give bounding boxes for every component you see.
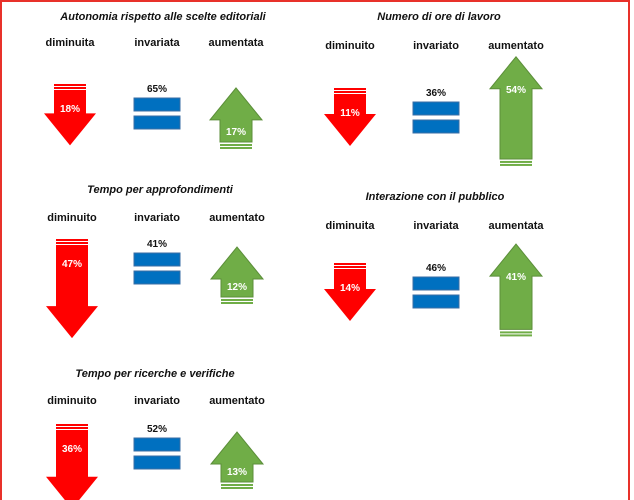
- category-label-1: invariata: [134, 37, 180, 49]
- panel-1: Autonomia rispetto alle scelte editorial…: [44, 11, 267, 149]
- category-label-1: invariato: [413, 40, 459, 52]
- up-arrow-shape: [488, 55, 544, 160]
- down-arrow-stripe: [334, 266, 366, 268]
- down-arrow-shape: [324, 94, 376, 146]
- down-arrow-stripe: [54, 87, 86, 89]
- up-arrow-shape: [209, 431, 265, 483]
- up-arrow-stripe: [500, 334, 532, 337]
- equal-sign-icon: [133, 97, 181, 130]
- down-arrow-stripe: [56, 427, 88, 429]
- up-arrow-shape: [488, 243, 544, 330]
- equal-bar-bottom: [412, 119, 460, 134]
- equal-bar-top: [133, 437, 181, 452]
- equal-bar-top: [133, 97, 181, 112]
- category-label-2: aumentato: [209, 395, 265, 407]
- value-label-equal: 36%: [426, 88, 446, 99]
- value-label-equal: 41%: [147, 239, 167, 250]
- panel-4: Interazione con il pubblico diminuita inva…: [324, 191, 544, 337]
- equal-sign-icon: [412, 101, 460, 134]
- category-label-0: diminuita: [46, 37, 96, 49]
- value-label-equal: 46%: [426, 263, 446, 274]
- up-arrow-icon: [488, 243, 544, 337]
- panel-5: Tempo per ricerche e verifiche diminuito i…: [46, 368, 265, 500]
- value-label-up: 12%: [227, 282, 247, 293]
- equal-sign-icon: [412, 276, 460, 309]
- category-label-0: diminuita: [326, 220, 376, 232]
- down-arrow-stripe: [334, 263, 366, 265]
- category-label-2: aumentata: [208, 37, 264, 49]
- up-arrow-stripe: [500, 331, 532, 334]
- down-arrow-icon: [324, 88, 376, 146]
- up-arrow-stripe: [500, 160, 532, 163]
- panel-title: Tempo per ricerche e verifiche: [75, 368, 234, 380]
- down-arrow-stripe: [334, 91, 366, 93]
- down-arrow-icon: [44, 84, 96, 146]
- up-arrow-icon: [209, 246, 265, 304]
- value-label-down: 36%: [62, 444, 82, 455]
- down-arrow-stripe: [54, 84, 86, 86]
- down-arrow-shape: [46, 430, 98, 500]
- value-label-down: 14%: [340, 283, 360, 294]
- up-arrow-stripe: [220, 144, 252, 146]
- equal-bar-bottom: [133, 115, 181, 130]
- category-label-1: invariata: [413, 220, 459, 232]
- equal-sign-icon: [133, 252, 181, 285]
- up-arrow-stripe: [221, 302, 253, 304]
- category-label-0: diminuito: [325, 40, 375, 52]
- down-arrow-icon: [46, 424, 98, 500]
- category-label-1: invariato: [134, 395, 180, 407]
- value-label-down: 47%: [62, 259, 82, 270]
- category-label-2: aumentata: [488, 220, 544, 232]
- equal-bar-top: [412, 276, 460, 291]
- panel-title: Autonomia rispetto alle scelte editorial…: [59, 11, 266, 23]
- down-arrow-shape: [46, 245, 98, 339]
- up-arrow-shape: [208, 87, 264, 143]
- category-label-1: invariato: [134, 212, 180, 224]
- down-arrow-stripe: [56, 242, 88, 244]
- up-arrow-icon: [488, 55, 544, 166]
- up-arrow-icon: [208, 87, 264, 149]
- category-label-0: diminuito: [47, 395, 97, 407]
- equal-bar-top: [133, 252, 181, 267]
- up-arrow-stripe: [221, 299, 253, 301]
- down-arrow-stripe: [56, 239, 88, 241]
- value-label-up: 17%: [226, 127, 246, 138]
- panel-title: Interazione con il pubblico: [366, 191, 505, 203]
- down-arrow-stripe: [334, 88, 366, 90]
- category-label-0: diminuito: [47, 212, 97, 224]
- value-label-down: 11%: [340, 108, 360, 119]
- value-label-equal: 65%: [147, 84, 167, 95]
- panel-title: Tempo per approfondimenti: [87, 184, 234, 196]
- down-arrow-shape: [324, 269, 376, 321]
- down-arrow-icon: [46, 239, 98, 339]
- category-label-2: aumentato: [209, 212, 265, 224]
- up-arrow-icon: [209, 431, 265, 489]
- down-arrow-stripe: [56, 424, 88, 426]
- value-label-down: 18%: [60, 104, 80, 115]
- equal-bar-bottom: [412, 294, 460, 309]
- up-arrow-stripe: [500, 163, 532, 166]
- panel-2: Numero di ore di lavoro diminuito invariat…: [324, 11, 544, 166]
- up-arrow-stripe: [221, 487, 253, 489]
- up-arrow-shape: [209, 246, 265, 298]
- down-arrow-icon: [324, 263, 376, 321]
- value-label-up: 54%: [506, 85, 526, 96]
- up-arrow-stripe: [220, 147, 252, 149]
- equal-bar-bottom: [133, 270, 181, 285]
- value-label-equal: 52%: [147, 424, 167, 435]
- up-arrow-stripe: [221, 484, 253, 486]
- value-label-up: 13%: [227, 467, 247, 478]
- equal-sign-icon: [133, 437, 181, 470]
- panel-3: Tempo per approfondimenti diminuito invari…: [46, 184, 265, 339]
- equal-bar-bottom: [133, 455, 181, 470]
- down-arrow-shape: [44, 90, 96, 146]
- panel-title: Numero di ore di lavoro: [377, 11, 501, 23]
- equal-bar-top: [412, 101, 460, 116]
- category-label-2: aumentato: [488, 40, 544, 52]
- value-label-up: 41%: [506, 272, 526, 283]
